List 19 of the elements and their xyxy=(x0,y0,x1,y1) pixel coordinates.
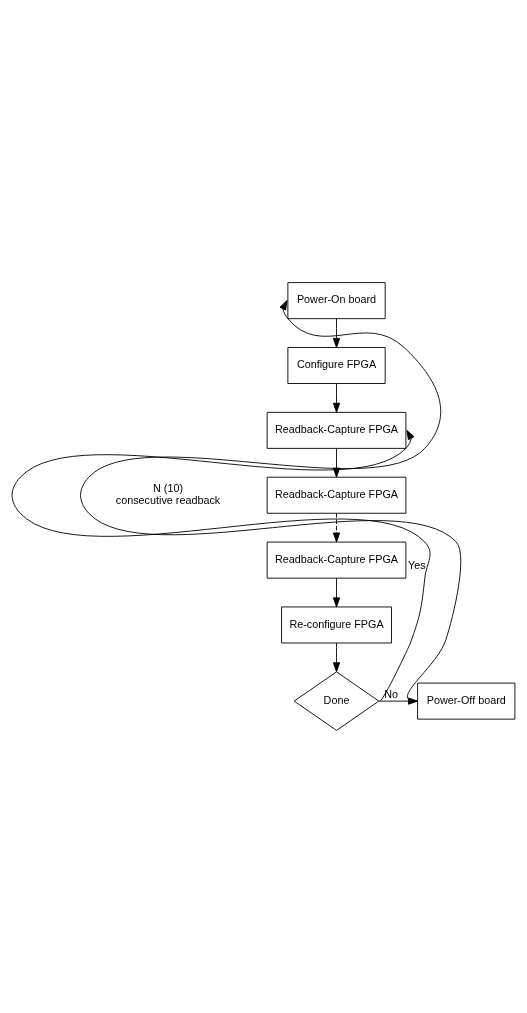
arrow xyxy=(332,512,341,543)
edge-label: Yes xyxy=(407,559,426,572)
node-box: Readback-Capture FPGA xyxy=(266,476,407,514)
arrow xyxy=(332,318,341,348)
arrow xyxy=(80,300,462,702)
arrow xyxy=(11,429,431,702)
arrow xyxy=(332,383,341,413)
label: N (10) consecutive readback xyxy=(115,482,221,506)
node-box: Re-configure FPGA xyxy=(281,606,392,644)
arrow xyxy=(332,642,341,673)
node-box: Configure FPGA xyxy=(287,347,386,384)
node-box: Power-Off board xyxy=(417,682,516,720)
arrow xyxy=(332,577,341,608)
node-box: Readback-Capture FPGA xyxy=(266,541,407,579)
edge-label: No xyxy=(384,688,399,701)
node-box: Power-On board xyxy=(287,282,386,320)
node-diamond: Done xyxy=(293,671,380,731)
arrow xyxy=(332,448,341,478)
node-box: Readback-Capture FPGA xyxy=(266,411,407,449)
